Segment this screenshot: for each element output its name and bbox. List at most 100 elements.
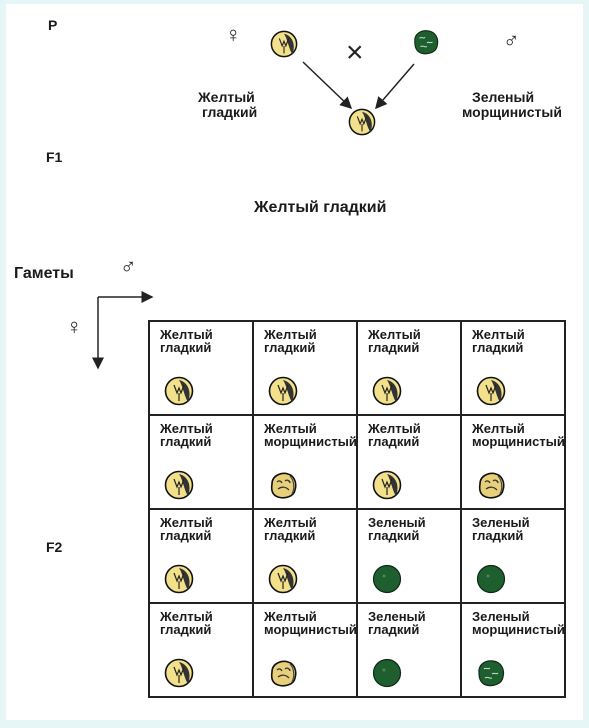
cell-label-line1: Желтый: [264, 421, 317, 436]
cell-label-line2: гладкий: [472, 340, 524, 356]
pea-green-wrinkled-icon: [414, 30, 439, 55]
cell-label-line1: Желтый: [160, 515, 213, 530]
cell-label-line1: Зеленый: [368, 515, 426, 530]
male-gamete-symbol-icon: ♂: [120, 254, 137, 279]
pea-yellow-wrinkled-icon: [270, 472, 297, 499]
cell-label-line1: Желтый: [160, 421, 213, 436]
pea-yellow-smooth-icon: [372, 376, 402, 406]
pea-yellow-smooth-icon: [268, 564, 298, 594]
cell-label-line2: гладкий: [160, 434, 212, 450]
diagram-canvas: P F1 F2 ♀ ♂ × Желтый гладкий Зеленый мор…: [6, 4, 583, 720]
label-f2: F2: [46, 539, 63, 555]
arrows-layer: [92, 61, 415, 370]
pea-yellow-smooth-icon: [476, 376, 506, 406]
cell-label-line2: морщинистый: [264, 434, 357, 450]
label-p: P: [48, 17, 58, 33]
cell-label-line2: гладкий: [160, 340, 212, 356]
cell-label-line2: гладкий: [472, 528, 524, 544]
female-gamete-symbol-icon: ♀: [66, 314, 83, 339]
pea-green-wrinkled-icon: [478, 660, 505, 687]
pea-f1-yellow-smooth-icon: [348, 108, 376, 136]
cell-label-line1: Желтый: [472, 421, 525, 436]
cell-label-line1: Желтый: [264, 327, 317, 342]
pea-yellow-wrinkled-icon: [270, 660, 297, 687]
male-symbol-icon: ♂: [503, 28, 520, 53]
cell-label-line2: морщинистый: [264, 622, 357, 638]
pea-yellow-smooth-icon: [164, 564, 194, 594]
cell-label-line1: Желтый: [264, 609, 317, 624]
cell-label-line1: Зеленый: [472, 515, 530, 530]
cell-label-line1: Желтый: [160, 609, 213, 624]
pea-yellow-smooth-icon: [268, 376, 298, 406]
cell-label-line2: гладкий: [160, 622, 212, 638]
pea-green-smooth-icon: [476, 564, 506, 594]
arrow-male-to-f1: [375, 63, 415, 110]
cell-label-line2: гладкий: [368, 434, 420, 450]
cell-label-line1: Зеленый: [368, 609, 426, 624]
cell-label-line1: Зеленый: [472, 609, 530, 624]
cell-label-line2: гладкий: [160, 528, 212, 544]
cell-label-line2: гладкий: [264, 528, 316, 544]
pea-yellow-smooth-icon: [164, 470, 194, 500]
pea-green-smooth-icon: [372, 564, 402, 594]
pea-yellow-smooth-icon: [270, 30, 298, 58]
cell-label-line2: гладкий: [368, 622, 420, 638]
cell-label-line1: Желтый: [160, 327, 213, 342]
cell-label-line1: Желтый: [264, 515, 317, 530]
cell-label-line1: Желтый: [368, 421, 421, 436]
cell-label-line2: гладкий: [368, 340, 420, 356]
cross-symbol: ×: [346, 36, 364, 69]
pea-yellow-wrinkled-icon: [478, 472, 505, 499]
cell-label-line2: морщинистый: [472, 622, 565, 638]
cell-label-line2: гладкий: [368, 528, 420, 544]
cell-label-line2: морщинистый: [472, 434, 565, 450]
pea-yellow-smooth-icon: [164, 376, 194, 406]
cell-label-line2: гладкий: [264, 340, 316, 356]
arrow-female-to-f1: [302, 61, 353, 110]
pea-green-smooth-icon: [372, 658, 402, 688]
pea-yellow-smooth-icon: [164, 658, 194, 688]
parent-female-label: Желтый гладкий: [198, 89, 258, 120]
f1-result-label: Желтый гладкий: [254, 199, 387, 216]
label-f1: F1: [46, 149, 63, 165]
cell-label-line1: Желтый: [368, 327, 421, 342]
parent-male-label: Зеленый морщинистый: [462, 89, 562, 120]
pea-yellow-smooth-icon: [372, 470, 402, 500]
cell-label-line1: Желтый: [472, 327, 525, 342]
